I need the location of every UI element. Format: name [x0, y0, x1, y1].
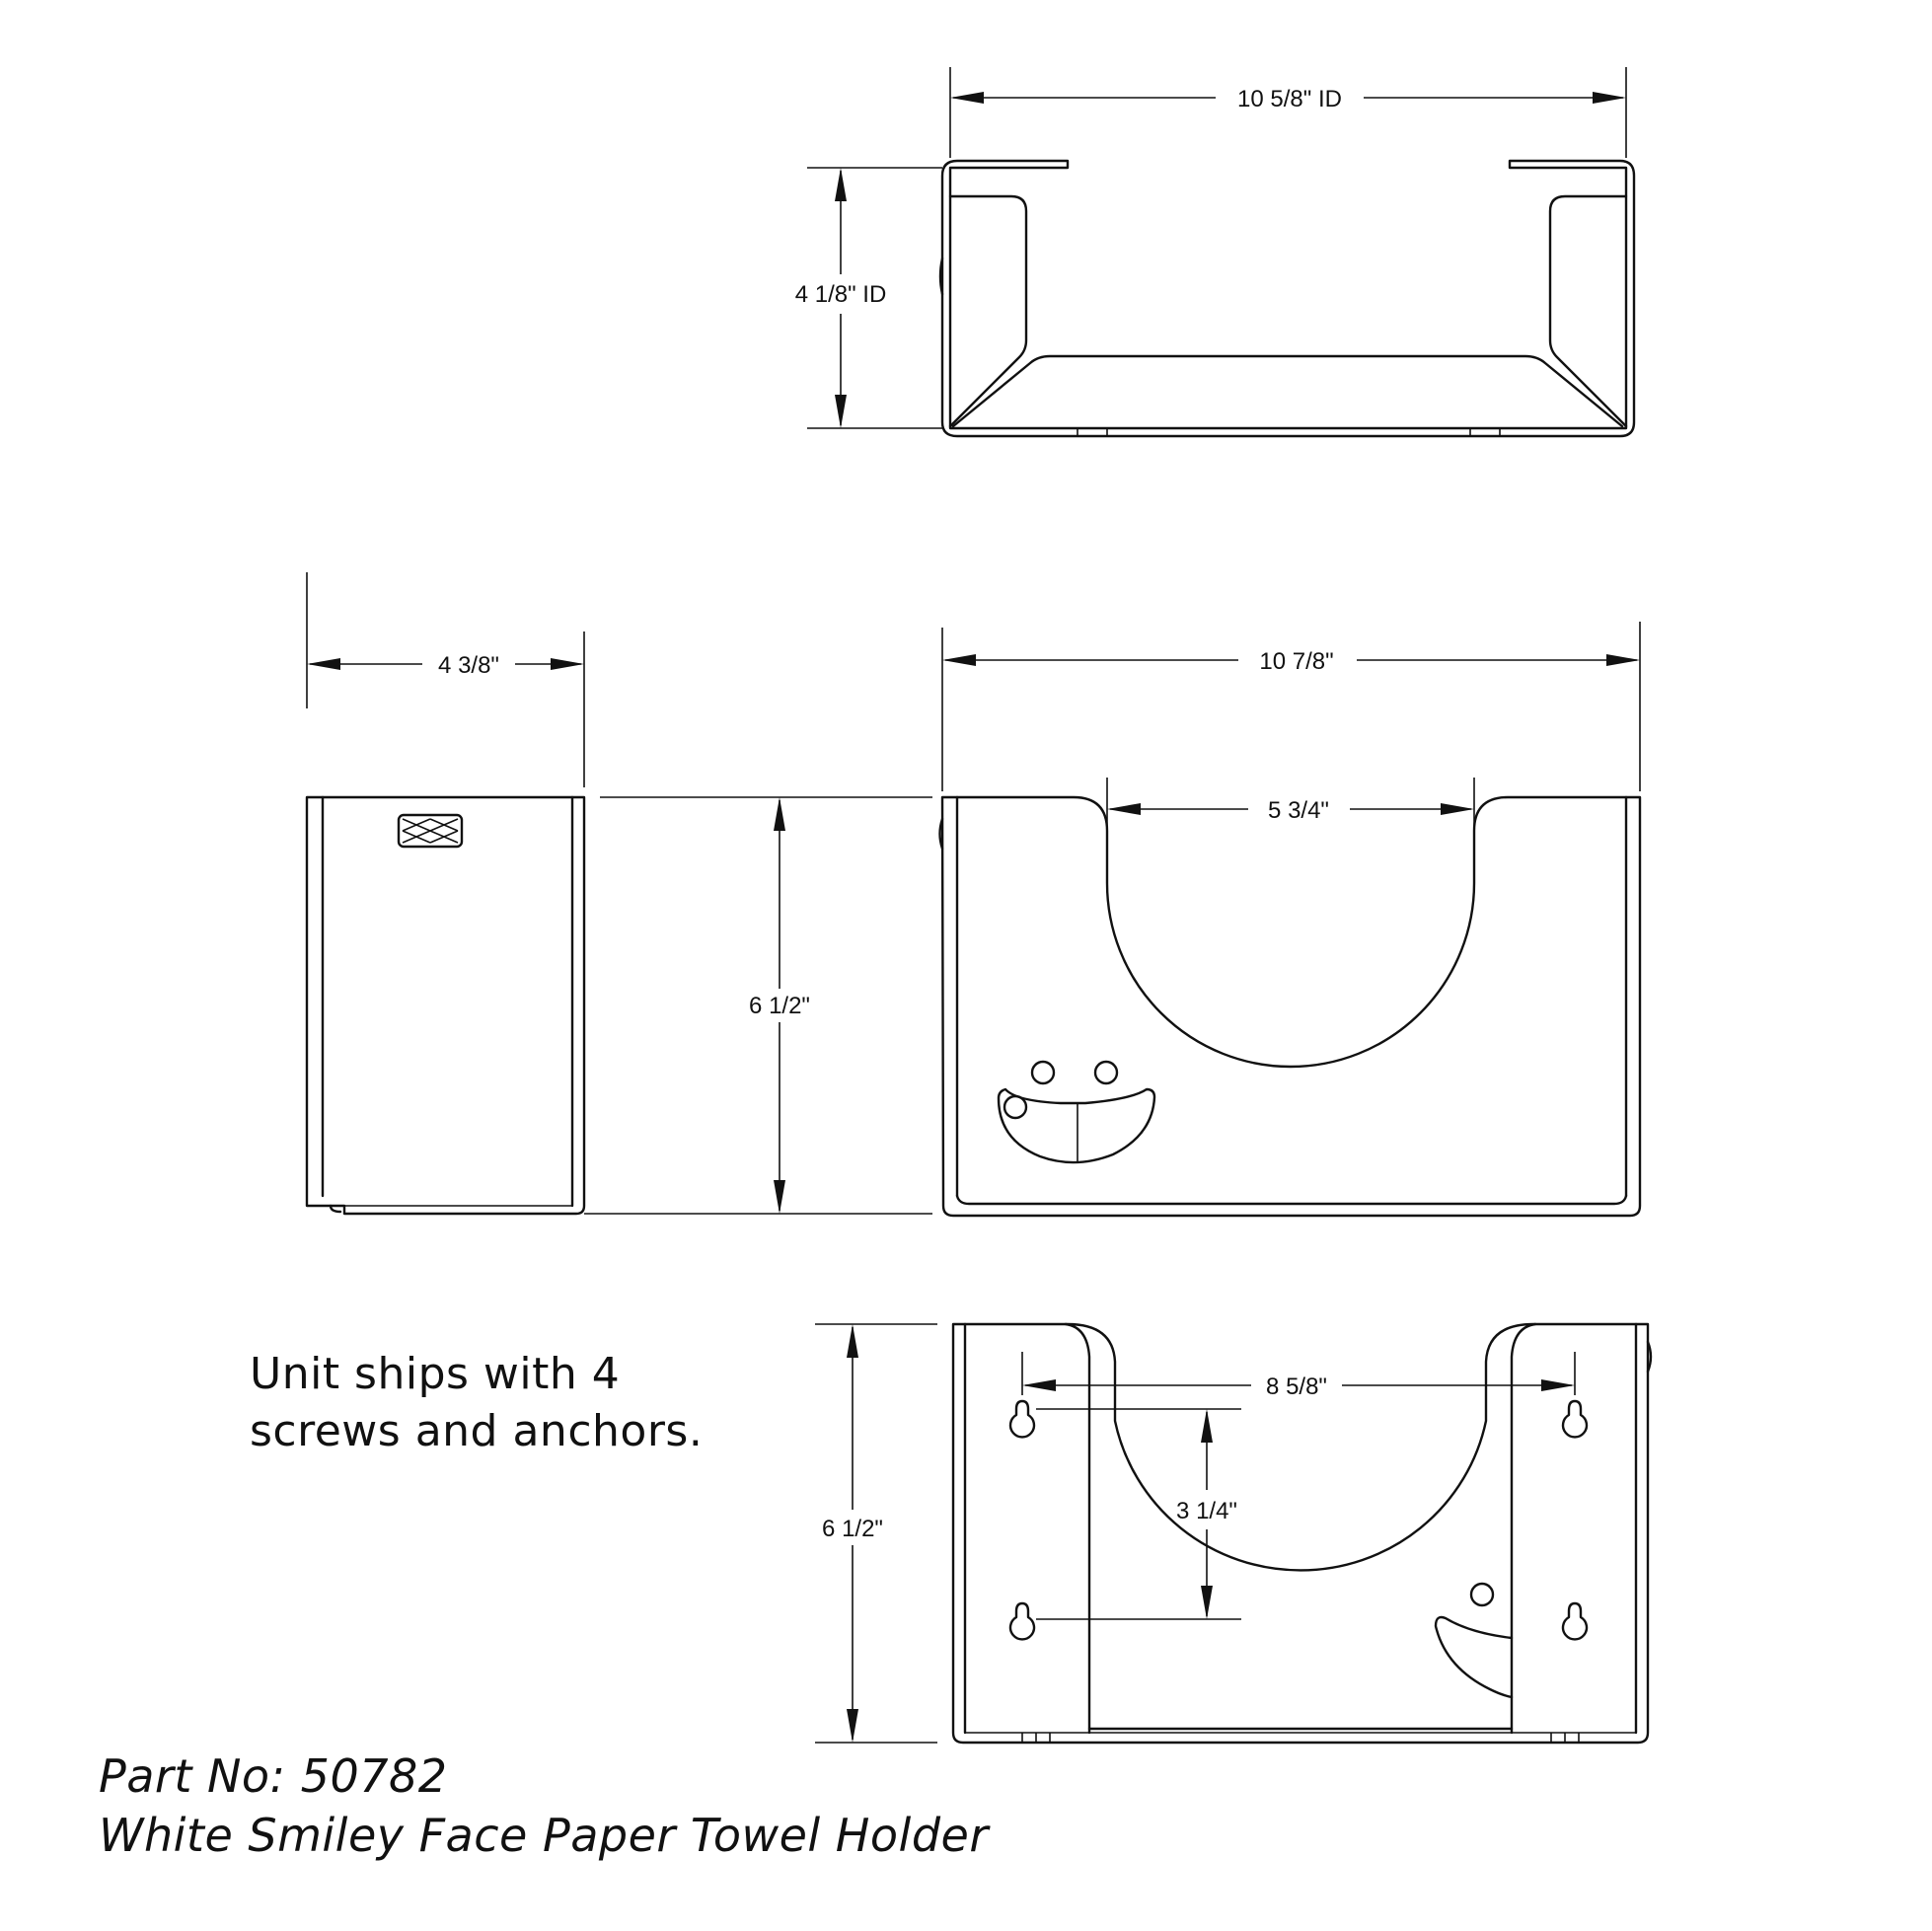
back-view: 8 5/8" 3 1/4" 6 1/2": [815, 1322, 1653, 1745]
dim-side-depth: 4 3/8": [438, 652, 499, 679]
dim-hole-spacing-v: 3 1/4": [1176, 1498, 1237, 1524]
dim-front-height: 6 1/2": [749, 993, 810, 1019]
part-number: Part No: 50782: [99, 1749, 448, 1803]
dim-top-width: 10 5/8" ID: [1237, 86, 1342, 112]
dim-back-height: 6 1/2": [822, 1516, 883, 1542]
front-view: 10 7/8" 5 3/4" 6 1/2": [584, 622, 1642, 1218]
dim-hole-spacing-h: 8 5/8": [1266, 1374, 1327, 1400]
shipping-note: Unit ships with 4 screws and anchors.: [250, 1346, 703, 1460]
dim-top-depth: 4 1/8" ID: [795, 281, 887, 308]
shipping-note-line2: screws and anchors.: [250, 1406, 704, 1456]
side-view: 4 3/8": [305, 572, 586, 1216]
top-view: 10 5/8" ID 4 1/8" ID: [795, 67, 1636, 438]
part-name: White Smiley Face Paper Towel Holder: [99, 1809, 989, 1862]
dim-front-width: 10 7/8": [1259, 648, 1333, 675]
part-info: Part No: 50782 White Smiley Face Paper T…: [99, 1746, 989, 1865]
shipping-note-line1: Unit ships with 4: [250, 1349, 621, 1399]
dim-front-opening: 5 3/4": [1268, 797, 1329, 824]
